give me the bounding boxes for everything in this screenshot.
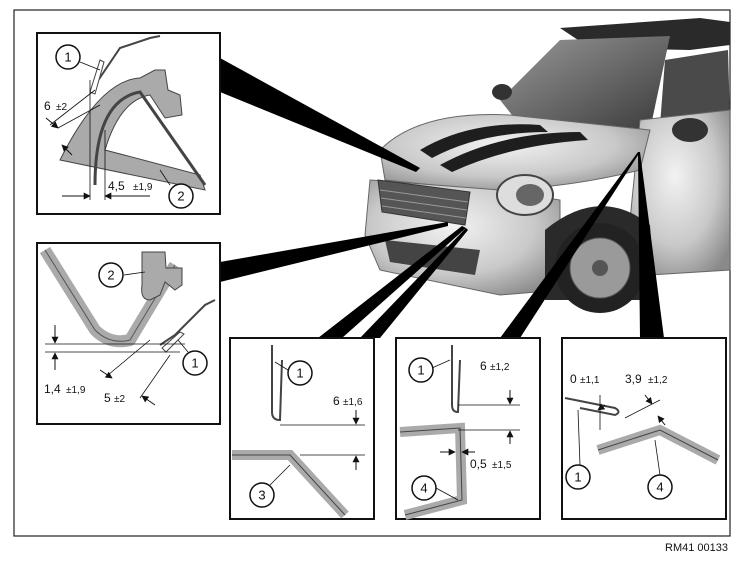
figure-reference: RM41 00133 [665, 542, 728, 554]
callout-2-label: 2 [177, 189, 184, 204]
dim-bottom-a-tolerance: ±1,6 [343, 397, 363, 408]
callout-4-label: 4 [656, 480, 663, 495]
dim-bottom-a-value: 6 [333, 394, 340, 408]
callout-2-label: 2 [107, 268, 114, 283]
panel-bottom-c: 0 ±1,1 3,9 ±1,2 1 4 [561, 337, 727, 520]
dim-mid-left-a-tolerance: ±1,9 [66, 385, 86, 396]
panel-bottom-a: 6 ±1,6 1 3 [229, 337, 375, 520]
leader-wedges [220, 58, 664, 338]
callout-1-circle [565, 464, 591, 490]
dim-top-left-b-tolerance: ±1,9 [133, 182, 153, 193]
callout-4-label: 4 [420, 481, 427, 496]
callout-1-label: 1 [574, 470, 581, 485]
dim-bottom-c-a-tolerance: ±1,1 [580, 375, 600, 386]
dim-mid-left-b-value: 5 [104, 391, 111, 405]
dim-top-left-a-tolerance: ±2 [56, 102, 67, 113]
callout-1-circle [287, 360, 313, 386]
callout-4-circle [411, 475, 437, 501]
callout-1-label: 1 [296, 366, 303, 381]
panel-top-left: 6 ±2 4,5 ±1,9 1 2 [36, 32, 221, 215]
callout-2-circle [168, 183, 194, 209]
dim-bottom-b-b-value: 0,5 [470, 457, 487, 471]
dim-bottom-c-b-tolerance: ±1,2 [648, 375, 668, 386]
callout-1-label: 1 [417, 363, 424, 378]
dim-mid-left-a-value: 1,4 [44, 382, 61, 396]
callout-3-label: 3 [258, 488, 265, 503]
callout-1-circle [182, 350, 208, 376]
dim-bottom-b-a-tolerance: ±1,2 [490, 362, 510, 373]
dim-bottom-b-a-value: 6 [480, 359, 487, 373]
panel-bottom-b: 6 ±1,2 0,5 ±1,5 1 4 [395, 337, 541, 520]
dim-bottom-c-b-value: 3,9 [625, 372, 642, 386]
callout-1-label: 1 [191, 356, 198, 371]
panel-mid-left: 1,4 ±1,9 5 ±2 2 1 [36, 242, 221, 425]
dim-mid-left-b-tolerance: ±2 [114, 394, 125, 405]
callout-1-circle [55, 44, 81, 70]
callout-4-circle [647, 474, 673, 500]
callout-3-circle [249, 482, 275, 508]
dim-bottom-c-a-value: 0 [570, 372, 577, 386]
dim-bottom-b-b-tolerance: ±1,5 [492, 460, 512, 471]
figure-frame [13, 9, 731, 537]
callout-2-circle [98, 262, 124, 288]
callout-1-circle [408, 357, 434, 383]
callout-1-label: 1 [64, 50, 71, 65]
dim-top-left-a-value: 6 [44, 99, 51, 113]
dim-top-left-b-value: 4,5 [108, 179, 125, 193]
